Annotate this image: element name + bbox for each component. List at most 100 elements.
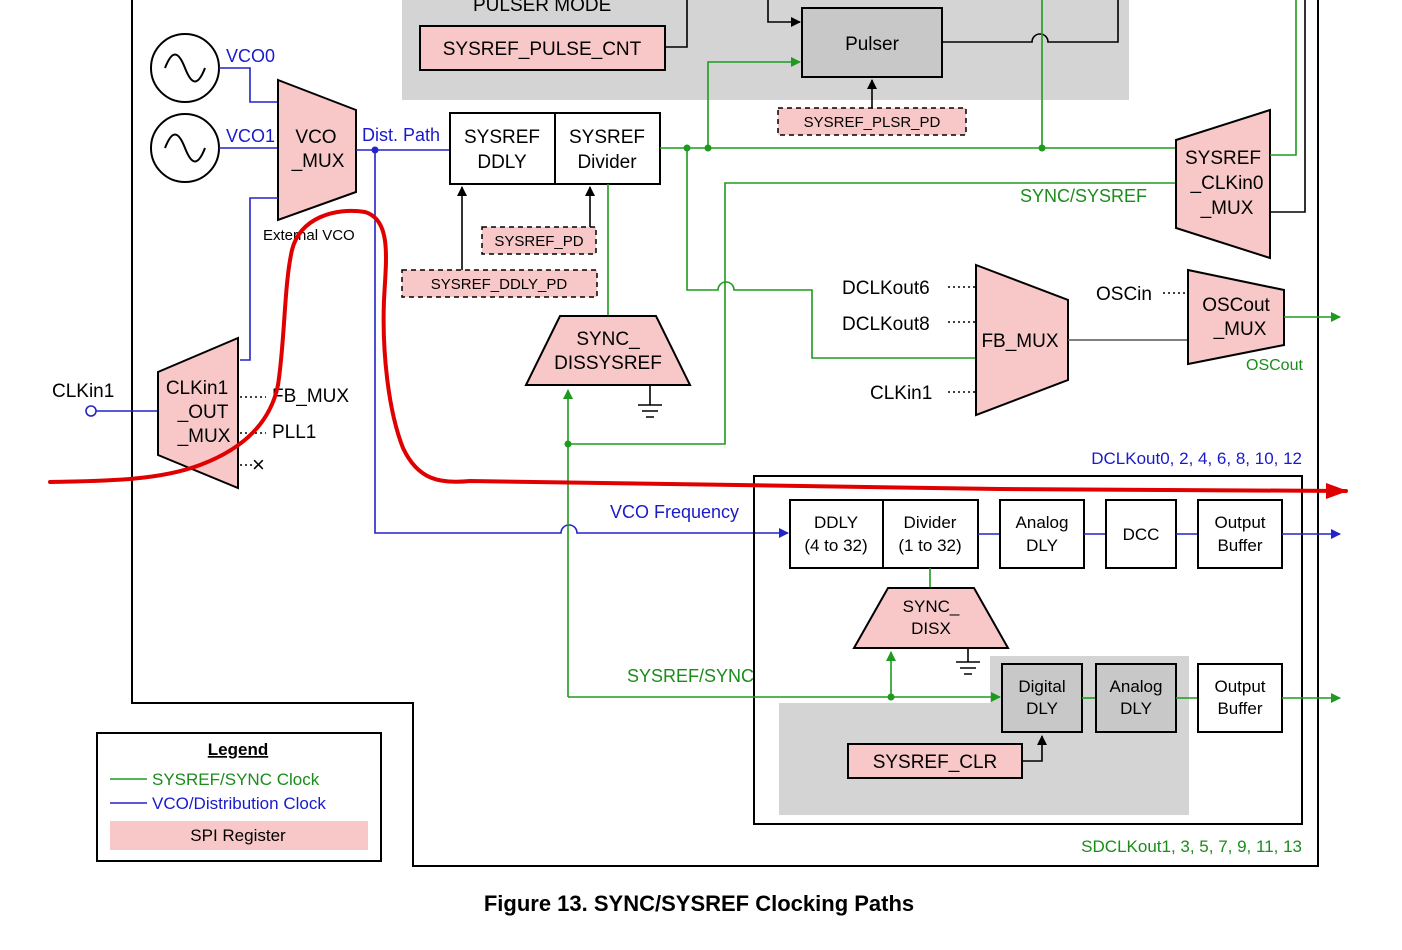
oscin-label: OSCin (1096, 284, 1152, 305)
sysref-clr-arrow (1022, 735, 1047, 762)
clkin1-out-mux-shape (157, 336, 239, 490)
vco0-sine-icon (164, 53, 206, 83)
external-vco-label: External VCO (263, 227, 355, 244)
dclkout-region (753, 475, 1303, 825)
oscout-mux-shape (1187, 268, 1285, 366)
output-buffer-box (1197, 499, 1283, 569)
sync-dissysref-shape (524, 315, 692, 386)
digital-dly-label-1: Digital (1018, 677, 1065, 696)
red-annotation-stroke (48, 208, 1348, 499)
ddly-box (789, 499, 884, 569)
vco0-wire (219, 67, 278, 103)
external-vco-wire (240, 197, 278, 361)
digital-dly-box (1001, 663, 1083, 733)
sysref-plsr-pd-box (777, 107, 967, 136)
pulser-label: Pulser (845, 34, 900, 55)
analog-dly-box (999, 499, 1085, 569)
sync-dissysref-label-1: SYNC_ (576, 329, 640, 350)
vco0-label: VCO0 (226, 46, 275, 66)
output-buffer2-label-1: Output (1214, 677, 1265, 696)
sysref-clkin0-mux-label-2: _CLKin0 (1190, 173, 1264, 194)
sysref-clr-label: SYSREF_CLR (873, 752, 998, 773)
sysref-ddly-box (449, 112, 556, 185)
vco1-label: VCO1 (226, 126, 275, 146)
analog-dly-label-1: Analog (1016, 513, 1069, 532)
sysref-clkin0-mux-shape (1175, 108, 1271, 260)
legend-title: Legend (208, 740, 268, 759)
sync-dissysref-label-2: DISSYSREF (554, 353, 662, 374)
sysref-clkin0-mux-label-3: _MUX (1200, 198, 1254, 219)
vco-mux-label-1: VCO (295, 127, 336, 148)
ground-icon-2 (956, 661, 980, 675)
vco1-sine-icon (164, 133, 206, 163)
vco-frequency-label: VCO Frequency (610, 502, 739, 522)
ddly-label-1: DDLY (814, 513, 858, 532)
dclkout6-label: DCLKout6 (842, 278, 930, 299)
figure-caption: Figure 13. SYNC/SYSREF Clocking Paths (484, 891, 914, 916)
device-border (131, 0, 1319, 867)
sync-disx-label-2: DISX (911, 619, 951, 638)
clkin0-black-up (1270, 0, 1306, 213)
sysref-plsr-pd-label: SYSREF_PLSR_PD (804, 114, 941, 131)
sync-sysref-return (568, 182, 1176, 445)
dclkout-header: DCLKout0, 2, 4, 6, 8, 10, 12 (1091, 449, 1302, 468)
output-buffer-label-2: Buffer (1217, 536, 1262, 555)
ground-icon-1 (638, 404, 662, 418)
sysref-pd-label: SYSREF_PD (494, 233, 583, 250)
pulser-mode-title: PULSER MODE (473, 0, 611, 16)
pulse-cnt-wire (665, 0, 688, 48)
sysref-clkin0-mux-label-1: SYSREF (1185, 148, 1261, 169)
pulser-output-wire (942, 0, 1119, 43)
sysref-junction-444 (564, 440, 572, 448)
left-mux-dots (240, 396, 266, 466)
sysref-ddly-pd-box (401, 269, 598, 298)
sync-disx-label-1: SYNC_ (903, 597, 960, 616)
vco-mux-label-2: _MUX (291, 151, 345, 172)
sysref-ddly-label-1: SYSREF (464, 127, 540, 148)
legend-pink-label: SPI Register (190, 826, 286, 845)
dcc-box (1105, 499, 1177, 569)
ddly-label-2: (4 to 32) (804, 536, 867, 555)
sysref-pulse-cnt-box (419, 25, 666, 71)
output-buffer2-box (1197, 663, 1283, 733)
output-buffer-label-1: Output (1214, 513, 1265, 532)
fb-mux-label: FB_MUX (981, 331, 1058, 352)
legend-pink-swatch (110, 821, 368, 850)
sysref-pd-box (481, 226, 597, 255)
vco-mux-shape (277, 78, 357, 222)
fb-mux-shape (975, 263, 1069, 417)
sysref-ddly-label-2: DDLY (477, 152, 527, 173)
dcc-label: DCC (1123, 525, 1160, 544)
fb-mux-green-feed (686, 148, 976, 359)
sync-sysref-label: SYNC/SYSREF (1020, 186, 1147, 206)
left-fb-mux-label: FB_MUX (272, 386, 349, 407)
oscout-mux-label-2: _MUX (1213, 319, 1267, 340)
analog-dly2-label-2: DLY (1120, 699, 1152, 718)
fb-clkin1-label: CLKin1 (870, 383, 932, 404)
sysref-sync-label: SYSREF/SYNC (627, 666, 754, 686)
sysref-divider-label-2: Divider (577, 152, 637, 173)
left-pll1-label: PLL1 (272, 422, 316, 443)
oscout-label: OSCout (1246, 357, 1303, 374)
clkin0-green-up (1270, 0, 1297, 156)
clkin1-input-label: CLKin1 (52, 381, 114, 402)
sysref-divider-label-1: SYSREF (569, 127, 645, 148)
legend-green-label: SYSREF/SYNC Clock (152, 770, 320, 789)
clkin1-out-mux-label-2: _OUT (177, 402, 229, 423)
clkin1-out-mux-label-1: CLKin1 (166, 378, 228, 399)
analog-dly-label-2: DLY (1026, 536, 1058, 555)
divider-label-2: (1 to 32) (898, 536, 961, 555)
analog-dly2-box (1095, 663, 1177, 733)
sdclkout-footer: SDCLKout1, 3, 5, 7, 9, 11, 13 (1081, 837, 1302, 856)
legend-blue-label: VCO/Distribution Clock (152, 794, 326, 813)
digital-dly-label-2: DLY (1026, 699, 1058, 718)
dist-path-label: Dist. Path (362, 125, 440, 145)
output-buffer2-label-2: Buffer (1217, 699, 1262, 718)
divider-label-1: Divider (904, 513, 957, 532)
clkin1-out-mux-label-3: _MUX (177, 426, 231, 447)
sync-disx-shape (852, 587, 1010, 649)
sysref-ddly-pd-label: SYSREF_DDLY_PD (431, 276, 568, 293)
pulser-input-wire-1 (767, 0, 801, 27)
sysref-pulse-cnt-label: SYSREF_PULSE_CNT (443, 39, 642, 60)
